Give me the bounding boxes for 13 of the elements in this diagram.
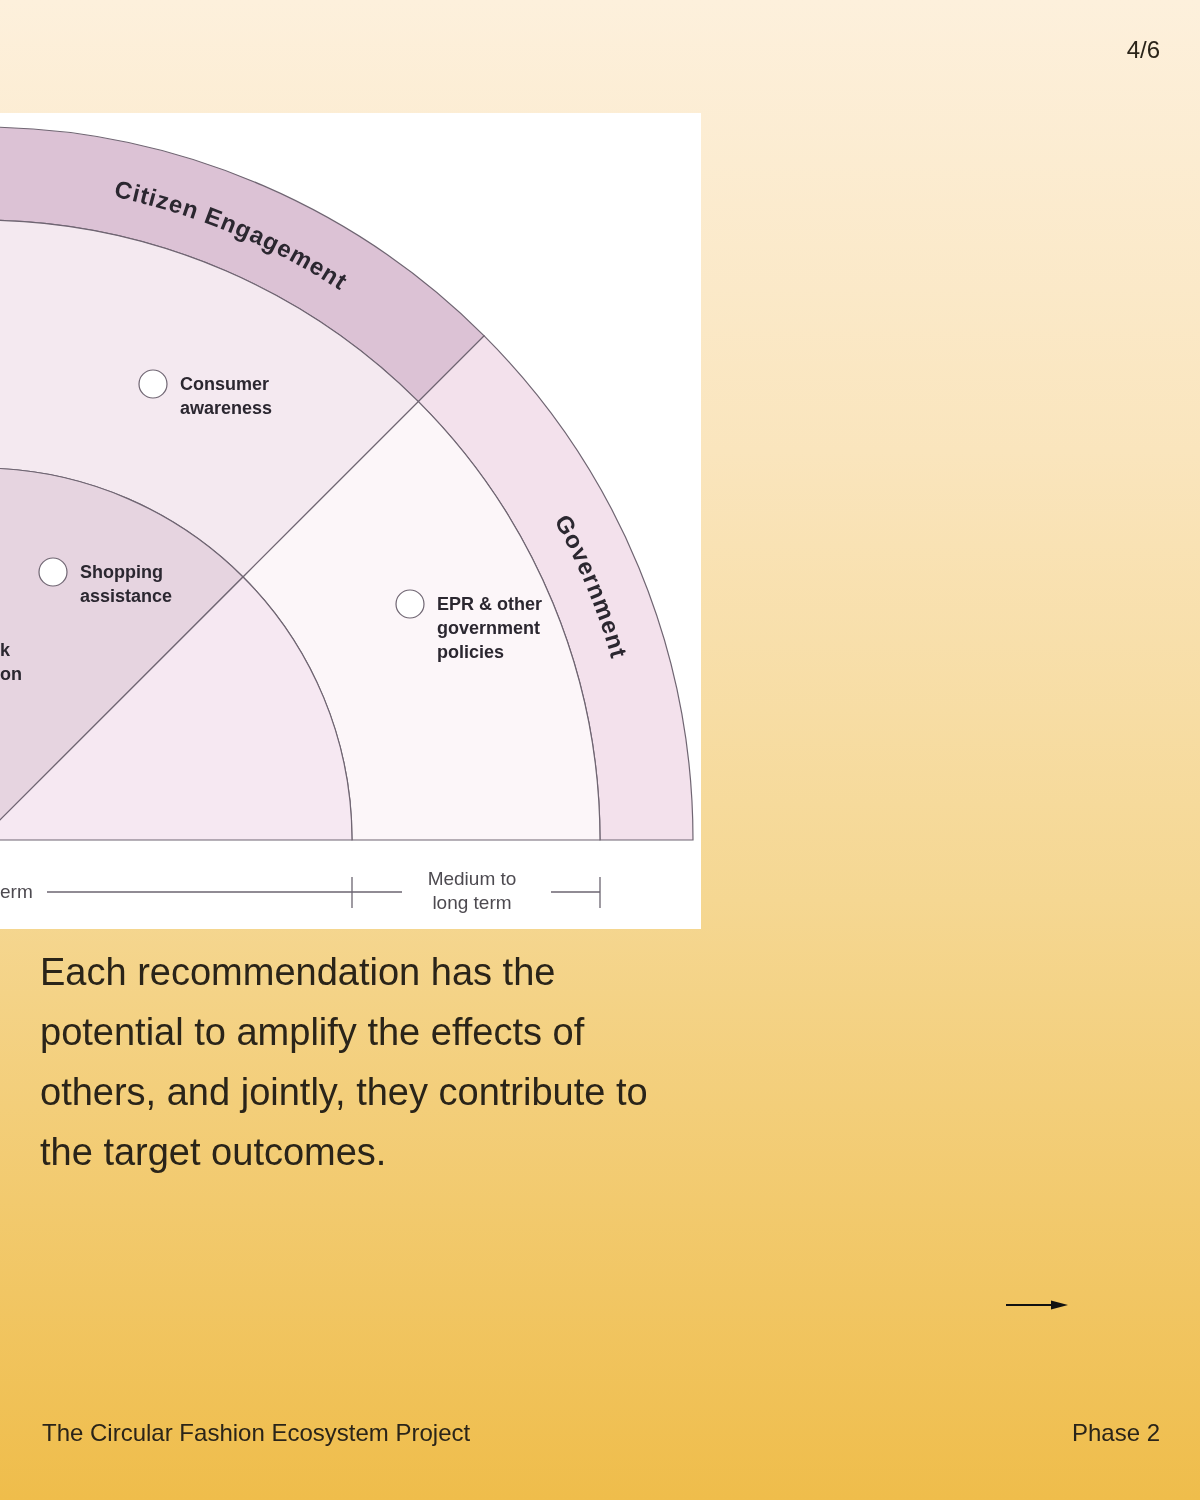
phase-label: Phase 2 <box>1071 1419 1160 1447</box>
outer-ring-band <box>417 335 694 841</box>
footer-title: The Circular Fashion Ecosystem Project <box>42 1419 471 1447</box>
recommendation-label: Consumer awareness <box>180 373 274 420</box>
inner-sector <box>0 467 244 821</box>
dimension-label: Medium to long term <box>426 867 518 915</box>
recommendation-label: Shopping assistance <box>80 561 174 608</box>
dimension-label: erm <box>0 880 33 904</box>
page-number: 4/6 <box>1126 36 1160 64</box>
outer-ring-band <box>0 126 485 403</box>
recommendation-label: k on <box>0 639 23 686</box>
recommendation-label: EPR & other government policies <box>437 593 543 664</box>
body-text: Each recommendation has the potential to amplify the effects of others, and jointly, they contribute to the target outcomes. <box>40 950 649 1175</box>
